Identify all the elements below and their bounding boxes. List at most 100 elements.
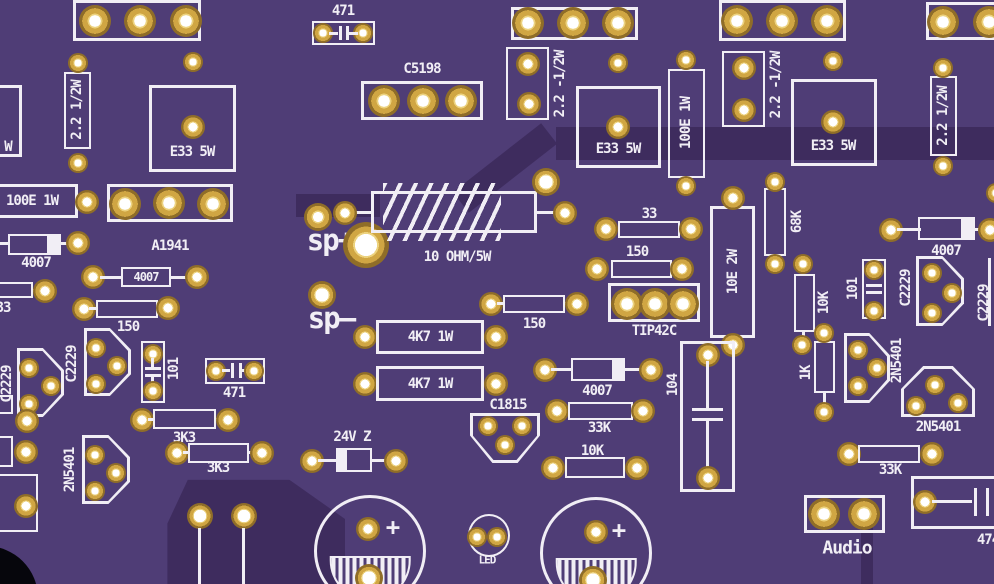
resistor-outline bbox=[722, 51, 765, 127]
solder-pad bbox=[244, 361, 264, 381]
capacitor-label: 101 bbox=[845, 277, 861, 301]
solder-pad bbox=[445, 85, 477, 117]
silk-lead bbox=[706, 361, 709, 408]
solder-pad bbox=[517, 92, 541, 116]
solder-pad bbox=[864, 301, 884, 321]
resistor-outline bbox=[376, 320, 484, 354]
resistor-outline bbox=[611, 260, 672, 278]
transistor-label: C1815 bbox=[489, 397, 527, 413]
resistor-outline bbox=[0, 282, 33, 298]
solder-pad bbox=[922, 263, 942, 283]
silk-lead bbox=[535, 211, 556, 214]
silk-wire bbox=[242, 528, 245, 584]
partial-component-outline bbox=[0, 436, 13, 467]
resistor-label: 100E 1W bbox=[5, 193, 59, 209]
partial-component-outline bbox=[0, 395, 13, 414]
copper-trace bbox=[556, 127, 994, 160]
solder-pad bbox=[79, 5, 111, 37]
solder-pad bbox=[353, 325, 377, 349]
solder-pad bbox=[484, 372, 508, 396]
solder-pad bbox=[170, 5, 202, 37]
resistor-label: 100E 1W bbox=[678, 96, 694, 150]
cap-plate bbox=[145, 374, 161, 377]
zener-band bbox=[338, 450, 347, 470]
power-resistor-label: E33 5W bbox=[595, 141, 642, 157]
solder-pad bbox=[848, 340, 868, 360]
solder-pad bbox=[920, 442, 944, 466]
solder-pad bbox=[766, 5, 798, 37]
solder-pad bbox=[66, 231, 90, 255]
silk-lead bbox=[100, 276, 122, 279]
capacitor-outline bbox=[911, 476, 994, 529]
resistor-label: 2.2 -1/2W bbox=[552, 50, 568, 118]
resistor-outline bbox=[565, 457, 625, 478]
solder-pad bbox=[579, 566, 607, 584]
solder-pad bbox=[467, 527, 487, 547]
solder-pad bbox=[732, 98, 756, 122]
solder-pad bbox=[821, 110, 845, 134]
solder-pad bbox=[933, 156, 953, 176]
led-label: LED bbox=[478, 553, 497, 567]
solder-pad bbox=[86, 338, 106, 358]
resistor-label: 33K bbox=[878, 462, 902, 478]
transistor-outline bbox=[107, 184, 233, 222]
solder-pad bbox=[478, 416, 498, 436]
solder-pad bbox=[978, 218, 994, 242]
cap-plate bbox=[239, 363, 242, 378]
solder-pad bbox=[343, 222, 389, 268]
solder-pad bbox=[864, 260, 884, 280]
cap-plate bbox=[692, 408, 723, 411]
partial-component-outline bbox=[988, 258, 991, 326]
solder-pad bbox=[792, 335, 812, 355]
solder-pad bbox=[512, 7, 544, 39]
silk-lead bbox=[897, 228, 921, 231]
silk-lead bbox=[0, 242, 10, 245]
resistor-outline bbox=[64, 72, 91, 149]
solder-pad bbox=[14, 440, 38, 464]
solder-pad bbox=[313, 23, 333, 43]
transistor-label: C2229 bbox=[976, 284, 992, 322]
inductor-winding bbox=[383, 183, 501, 241]
transistor-label: C2229 bbox=[64, 345, 80, 383]
solder-pad bbox=[973, 6, 994, 38]
resistor-label: 4K7 1W bbox=[407, 376, 454, 392]
solder-pad bbox=[33, 279, 57, 303]
solder-pad bbox=[679, 217, 703, 241]
diode-band bbox=[612, 360, 623, 379]
resistor-label: 2.2 1/2W bbox=[69, 80, 85, 140]
silk-lead bbox=[349, 32, 358, 35]
capacitor-label: 471 bbox=[331, 3, 355, 19]
transistor-label: C2229 bbox=[898, 269, 914, 307]
solder-pad bbox=[986, 183, 994, 203]
solder-pad bbox=[933, 58, 953, 78]
solder-pad bbox=[608, 53, 628, 73]
resistor-outline bbox=[794, 274, 815, 332]
diode-label: 4007 bbox=[582, 383, 613, 399]
solder-pad bbox=[353, 23, 373, 43]
solder-pad bbox=[14, 494, 38, 518]
solder-pad bbox=[811, 5, 843, 37]
transistor-label: A1941 bbox=[151, 238, 189, 254]
resistor-label: 150 bbox=[625, 244, 649, 260]
silk-lead bbox=[329, 32, 338, 35]
solder-pad bbox=[487, 527, 507, 547]
resistor-outline bbox=[814, 341, 835, 393]
solder-pad bbox=[187, 503, 213, 529]
silk-wire bbox=[198, 528, 201, 584]
cap-plate bbox=[866, 291, 882, 294]
resistor-outline bbox=[506, 47, 549, 120]
solder-pad bbox=[41, 376, 61, 396]
solder-pad bbox=[368, 85, 400, 117]
transistor-label: C5198 bbox=[403, 61, 441, 77]
solder-pad bbox=[86, 374, 106, 394]
solder-pad bbox=[15, 409, 39, 433]
connector-outline bbox=[719, 0, 846, 41]
copper-trace bbox=[861, 527, 873, 584]
solder-pad bbox=[925, 375, 945, 395]
solder-pad bbox=[231, 503, 257, 529]
silk-lead bbox=[371, 459, 393, 462]
solder-pad bbox=[75, 190, 99, 214]
solder-pad bbox=[922, 303, 942, 323]
solder-pad bbox=[304, 203, 332, 231]
